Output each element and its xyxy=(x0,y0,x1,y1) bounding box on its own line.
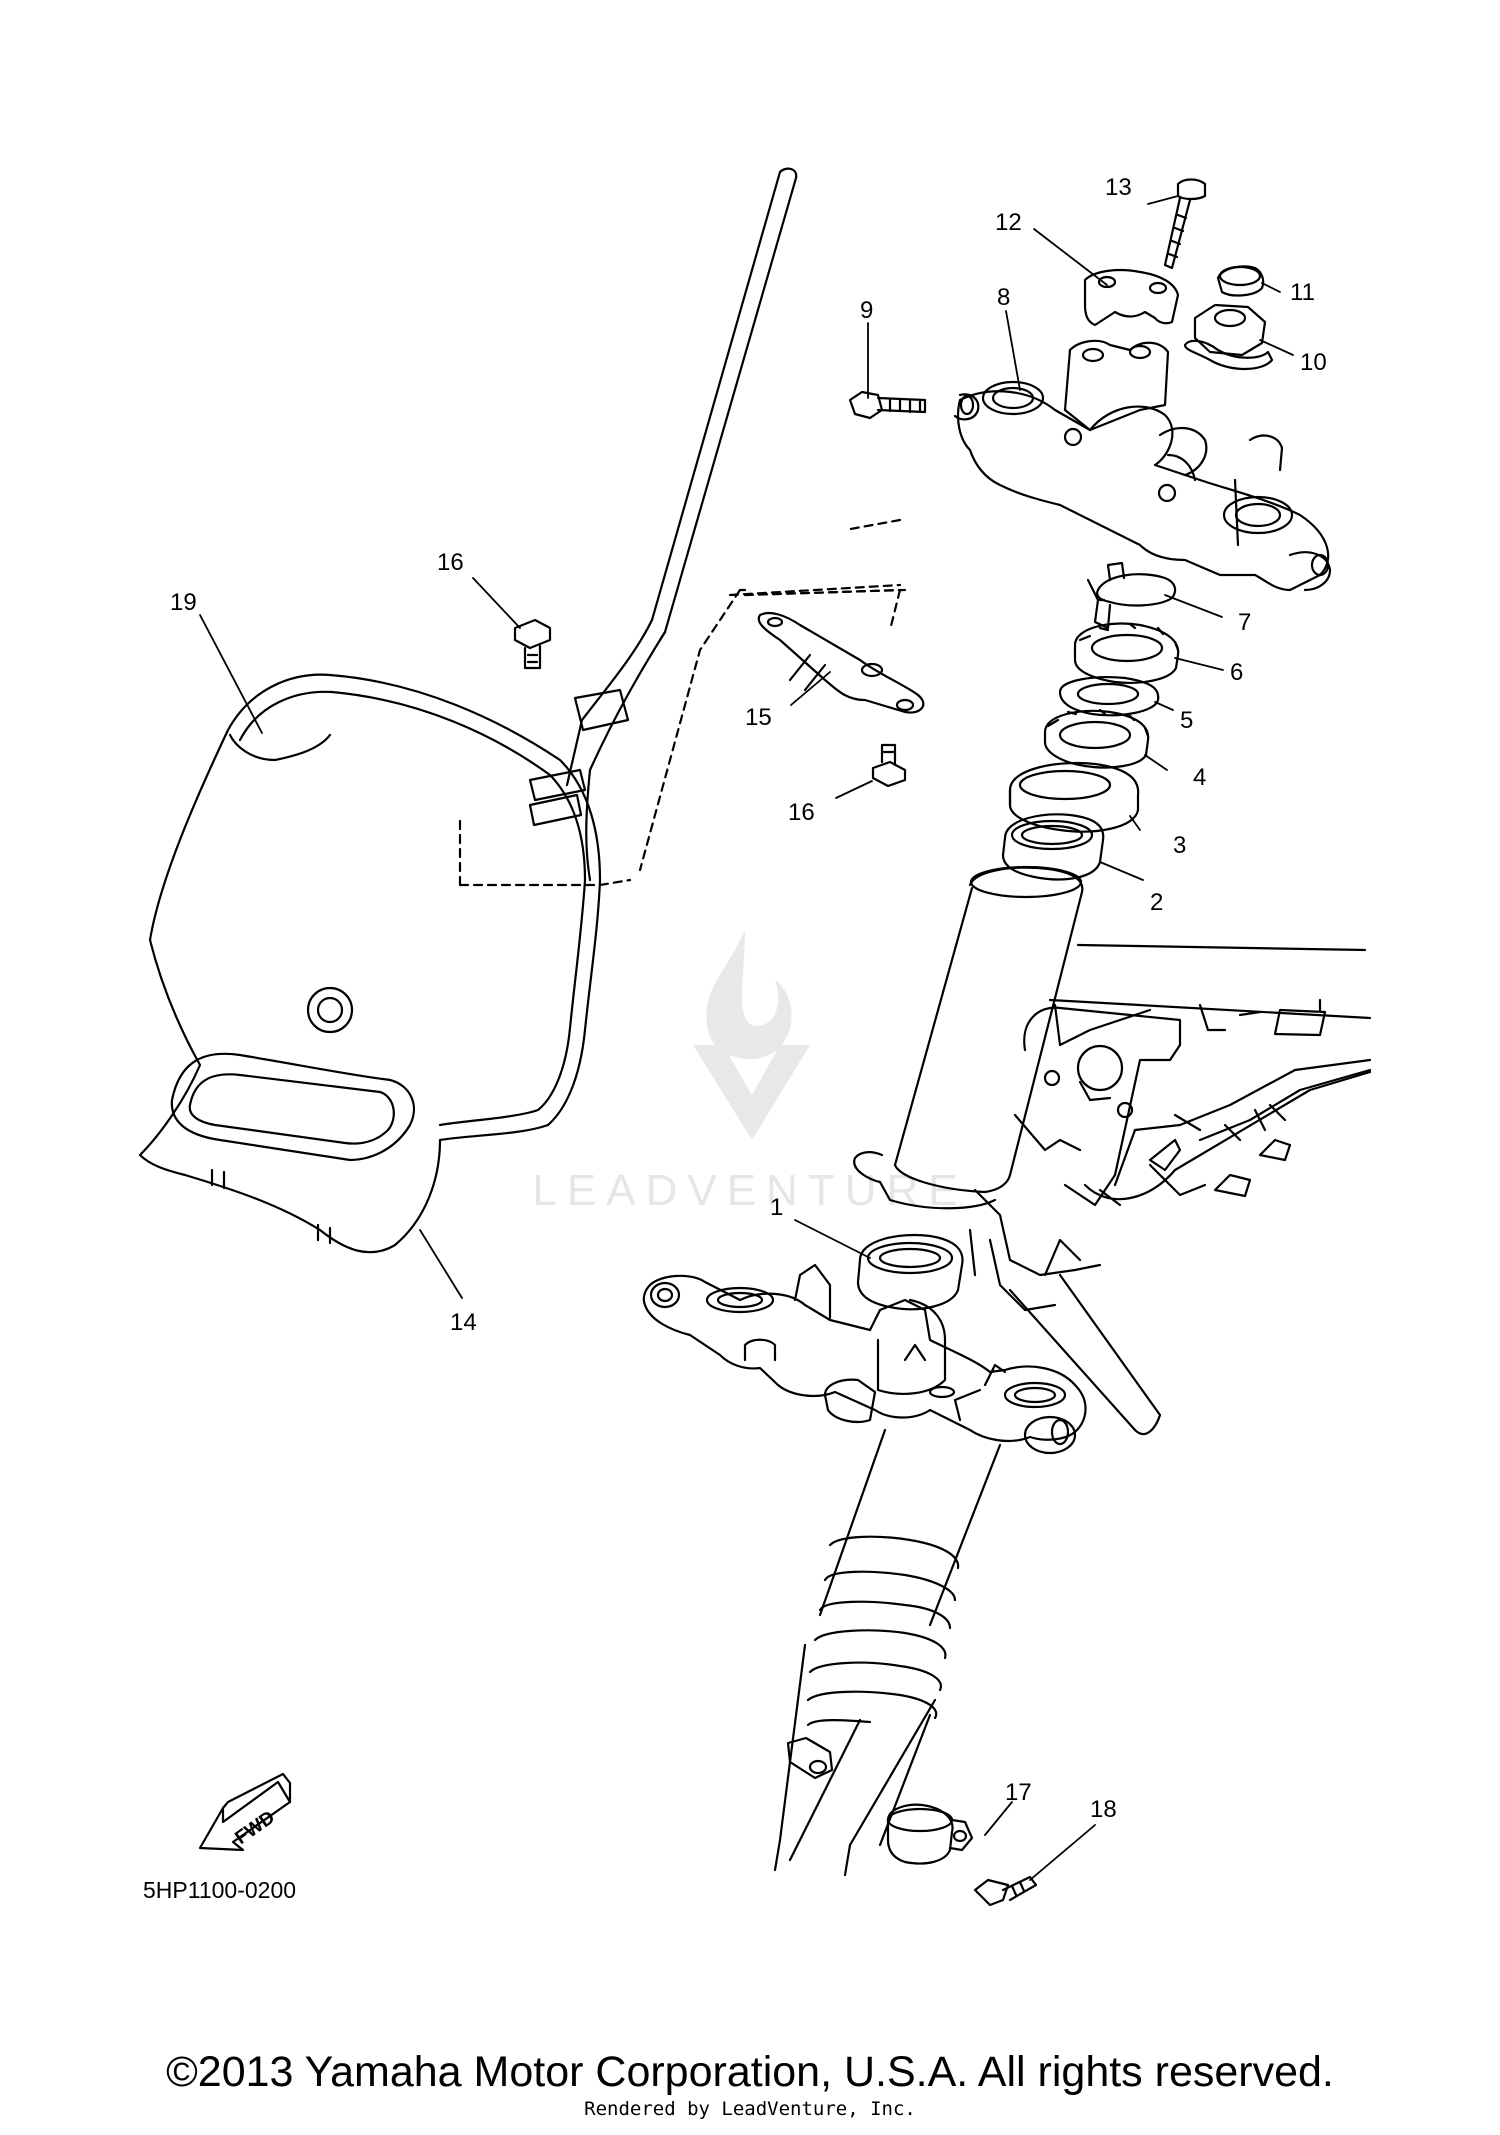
callout-11: 11 xyxy=(1290,279,1315,306)
callout-15: 15 xyxy=(745,704,772,731)
bolt-16-lower xyxy=(871,743,907,788)
bracket-15 xyxy=(757,611,925,714)
callout-5: 5 xyxy=(1180,707,1193,734)
callout-6: 6 xyxy=(1230,659,1243,686)
callout-17: 17 xyxy=(1005,1779,1032,1806)
clamp-17 xyxy=(786,1736,974,1865)
cap-11 xyxy=(1216,265,1265,297)
callout-8: 8 xyxy=(997,284,1010,311)
callout-14: 14 xyxy=(450,1309,477,1336)
callout-3: 3 xyxy=(1173,832,1186,859)
callout-1: 1 xyxy=(770,1194,783,1221)
alignment-lines xyxy=(458,518,907,887)
rendered-by-notice: Rendered by LeadVenture, Inc. xyxy=(584,2098,916,2120)
fwd-label: FWD xyxy=(231,1807,278,1849)
watermark-text: LEADVENTURE xyxy=(532,1166,967,1215)
callout-16-upper: 16 xyxy=(437,549,464,576)
bearing-2 xyxy=(1001,813,1105,881)
callout-7: 7 xyxy=(1238,609,1251,636)
callout-2: 2 xyxy=(1150,889,1163,916)
leader-lines xyxy=(199,195,1294,1881)
callout-13: 13 xyxy=(1105,174,1132,201)
bolt-9 xyxy=(848,390,980,421)
callout-12: 12 xyxy=(995,209,1022,236)
nut-10 xyxy=(1183,303,1274,370)
callout-9: 9 xyxy=(860,297,873,324)
bolt-13 xyxy=(1163,178,1207,270)
callout-10: 10 xyxy=(1300,349,1327,376)
callout-4: 4 xyxy=(1193,764,1206,791)
ring-nut-6 xyxy=(1073,622,1180,684)
steering-head-pipe xyxy=(853,865,1084,1210)
front-fork xyxy=(773,1428,1002,1877)
clamp-12 xyxy=(1083,269,1180,327)
washer-5 xyxy=(1058,676,1160,717)
copyright-notice: ©2013 Yamaha Motor Corporation, U.S.A. A… xyxy=(166,2048,1334,2096)
callout-16-lower: 16 xyxy=(788,799,815,826)
bolt-18 xyxy=(973,1875,1038,1907)
under-bracket xyxy=(642,1263,1087,1455)
bearing-1 xyxy=(856,1233,964,1311)
bolt-16-upper xyxy=(513,618,552,670)
number-plate-stay xyxy=(528,167,798,882)
number-plate xyxy=(138,673,602,1254)
upper-bracket xyxy=(956,339,1332,592)
lock-washer-7 xyxy=(1086,561,1177,630)
callout-19: 19 xyxy=(170,589,197,616)
diagram-code: 5HP1100-0200 xyxy=(143,1877,296,1903)
leadventure-watermark: LEADVENTURE xyxy=(532,930,967,1215)
bearing-seal-3 xyxy=(1008,761,1140,833)
fwd-arrow-icon xyxy=(198,1772,292,1852)
ring-nut-4 xyxy=(1043,708,1150,769)
callout-18: 18 xyxy=(1090,1796,1117,1823)
frame xyxy=(968,943,1372,1436)
